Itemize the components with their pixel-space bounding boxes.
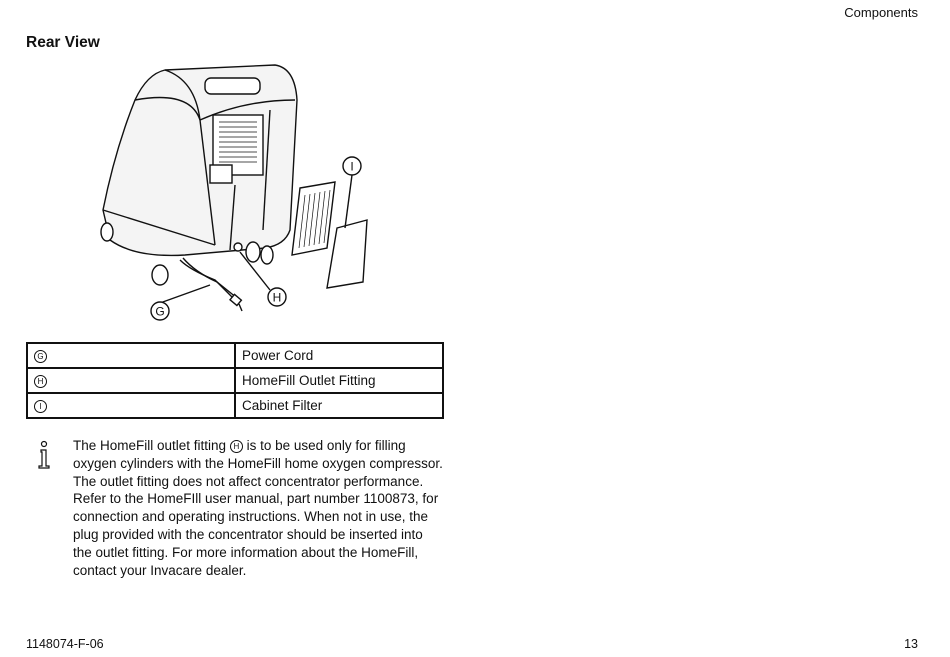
filter-grille [291,181,336,256]
callout-h-label: H [273,291,282,305]
page-number: 13 [904,637,918,651]
legend-label: Cabinet Filter [234,392,444,419]
legend-key-symbol: I [34,399,47,413]
note-ref-symbol: H [229,439,243,453]
power-cord [179,257,243,312]
legend-key-symbol: H [34,374,47,388]
legend-label: Power Cord [234,342,444,369]
page-title: Rear View [26,34,100,51]
legend-key: G [26,342,236,369]
info-icon [38,440,50,469]
legend-key: I [26,392,236,419]
table-row: I Cabinet Filter [26,392,444,419]
cabinet-filter [326,219,368,289]
legend-table: G Power Cord H HomeFill Outlet Fitting I… [26,342,444,419]
table-row: H HomeFill Outlet Fitting [26,367,444,394]
document-number: 1148074-F-06 [26,637,104,651]
callout-i: I [342,156,362,229]
info-note: The HomeFill outlet fitting H is to be u… [73,437,443,579]
callout-i-label: I [350,160,353,174]
note-text-before: The HomeFill outlet fitting [73,438,227,453]
section-header: Components [844,5,918,20]
wheels [100,222,274,286]
note-text-after: is to be used only for filling oxygen cy… [73,438,443,578]
legend-key-symbol: G [34,349,47,363]
callout-h: H [239,251,287,307]
callout-g-label: G [155,305,164,319]
concentrator-body [102,64,298,257]
legend-label: HomeFill Outlet Fitting [234,367,444,394]
legend-key: H [26,367,236,394]
rear-view-illustration: G H I [100,64,368,321]
table-row: G Power Cord [26,342,444,369]
callout-g: G [150,284,211,321]
